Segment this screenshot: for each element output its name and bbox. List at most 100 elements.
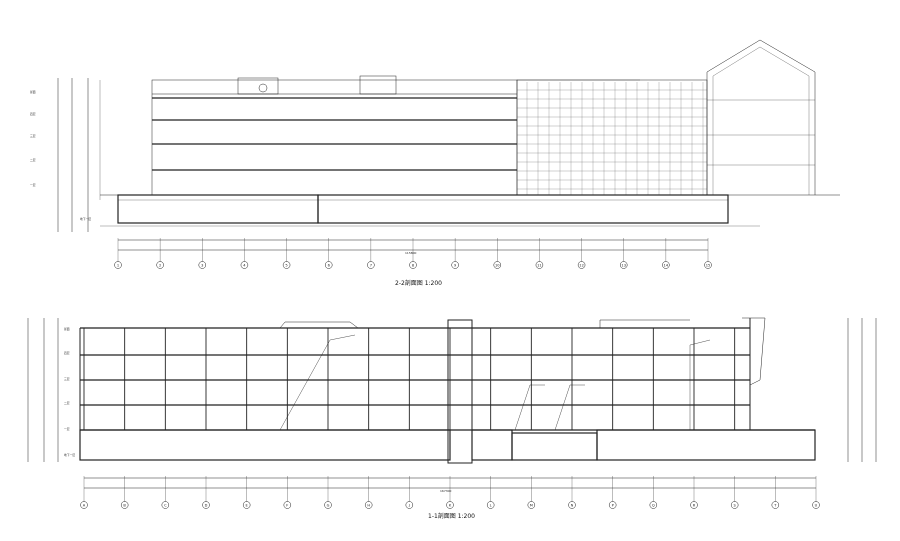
axis-bubble (812, 501, 820, 509)
axis-label: 11 (537, 263, 542, 267)
svg-text:四层: 四层 (30, 112, 36, 116)
section-1-1: 屋面 四层 三层 二层 一层 地下一层 (27, 317, 877, 509)
total-dimension-bottom: 167300 (440, 489, 452, 493)
total-dimension-top: 115800 (405, 251, 417, 255)
axis-bubble (240, 261, 249, 269)
axis-label: M (530, 503, 533, 507)
axis-bubble (405, 501, 414, 509)
axis-label: E (246, 503, 249, 507)
axis-label: D (205, 503, 208, 507)
svg-text:地下一层: 地下一层 (80, 217, 91, 221)
floor-labels-bottom: 屋面 四层 三层 二层 一层 地下一层 (64, 327, 75, 457)
axis-bubble (662, 261, 670, 269)
axis-bubble (80, 501, 88, 509)
basement-bottom (79, 429, 816, 461)
axis-bubble (282, 261, 291, 269)
axis-bubble (242, 501, 251, 509)
axis-label: 5 (285, 263, 287, 267)
axis-bubble (198, 261, 207, 269)
axis-label: H (367, 503, 370, 507)
axis-label: S (734, 503, 737, 507)
axis-label: 2 (159, 263, 161, 267)
axis-bubble (161, 501, 170, 509)
axis-label: 10 (495, 263, 500, 267)
axis-label: K (449, 503, 452, 507)
axis-label: A (83, 503, 86, 507)
axis-bubble (283, 501, 292, 509)
axis-label: T (773, 503, 777, 507)
svg-text:二层: 二层 (64, 401, 70, 405)
axis-bubble (619, 261, 628, 269)
axis-label: 6 (328, 263, 331, 267)
axis-bubble (608, 501, 617, 509)
axis-label: J (408, 503, 410, 507)
axis-bubble (704, 261, 712, 269)
floor-labels-top: 屋面 四层 三层 二层 一层 地下一层 (30, 90, 91, 221)
axis-label: P (612, 503, 615, 507)
axis-bubble (364, 501, 373, 509)
axis-bubble (324, 261, 333, 269)
axis-label: 12 (579, 263, 584, 267)
building-block-middle (516, 79, 708, 196)
building-block-left (151, 75, 518, 196)
svg-text:四层: 四层 (64, 351, 70, 355)
axis-bubble (730, 501, 739, 509)
level-ruler-left-top (57, 78, 101, 232)
axis-label: Q (652, 503, 655, 507)
axis-label: 9 (454, 263, 457, 267)
axis-bubble (771, 501, 780, 509)
axis-bubble (527, 501, 536, 509)
svg-text:地下一层: 地下一层 (64, 453, 75, 457)
axis-label: 7 (370, 263, 372, 267)
svg-text:三层: 三层 (64, 377, 70, 381)
axis-label: G (327, 503, 330, 507)
axis-bubble (156, 261, 164, 269)
axis-label: R (693, 503, 696, 507)
axis-label: U (815, 503, 818, 507)
axis-label: C (164, 503, 167, 507)
axis-bubble (451, 261, 459, 269)
svg-text:一层: 一层 (30, 183, 36, 187)
section-2-2: 屋面 四层 三层 二层 一层 地下一层 (30, 39, 840, 269)
level-ruler-left-bottom (27, 318, 59, 462)
axis-bubble (409, 261, 417, 269)
axis-label: 1 (117, 263, 119, 267)
axis-label: F (286, 503, 288, 507)
axis-bubble (535, 261, 544, 269)
building-frame-bottom (79, 317, 815, 464)
axis-bubble (367, 261, 375, 269)
axis-label: N (571, 503, 574, 507)
axis-bubble (202, 501, 210, 509)
axis-bubble (568, 501, 576, 509)
axis-bubble (577, 261, 586, 269)
basement-top (100, 194, 840, 224)
axis-bubble (493, 261, 502, 269)
svg-text:屋面: 屋面 (30, 90, 36, 94)
axis-label: 15 (706, 263, 711, 267)
axis-label: B (123, 503, 126, 507)
axis-bubble (486, 501, 495, 509)
level-ruler-right-bottom (847, 318, 877, 462)
axis-bubble (446, 501, 454, 509)
axis-label: 13 (621, 263, 626, 267)
caption-2-2: 2-2剖面图 1:200 (395, 279, 442, 287)
axis-label: 14 (664, 263, 669, 267)
caption-1-1: 1-1剖面图 1:200 (428, 512, 475, 520)
svg-text:三层: 三层 (30, 134, 36, 138)
axis-bubble (690, 501, 698, 509)
axis-bubble (114, 261, 122, 269)
axis-bubble (649, 501, 658, 509)
building-block-right (706, 39, 816, 195)
axis-bubble (324, 501, 332, 509)
axis-bubble (120, 501, 129, 509)
atrium-diagonals (279, 334, 711, 431)
axis-label: L (490, 503, 492, 507)
svg-text:屋面: 屋面 (64, 327, 70, 331)
axis-label: 3 (201, 263, 203, 267)
svg-text:一层: 一层 (64, 427, 70, 431)
axis-label: 4 (243, 263, 246, 267)
axis-label: 8 (412, 263, 415, 267)
